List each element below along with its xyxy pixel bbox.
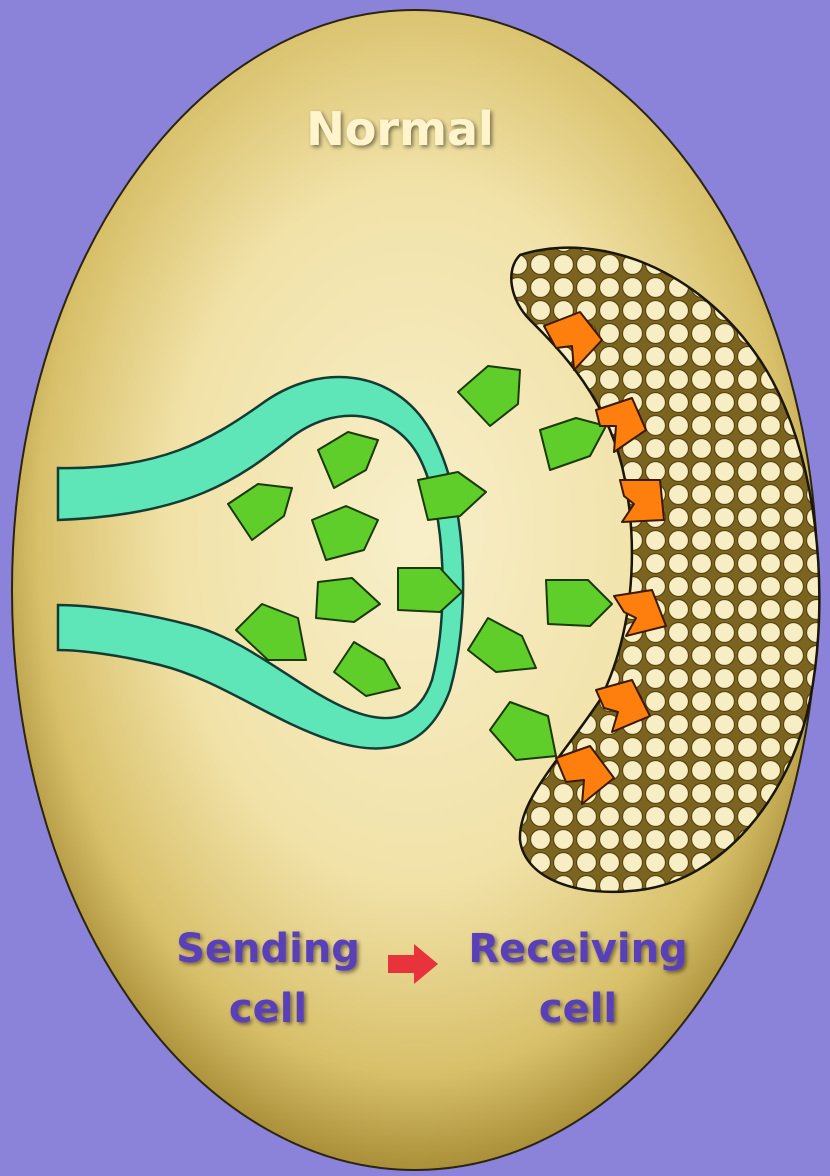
sending-cell-label-line1: Sending: [176, 926, 360, 972]
panel-title: Normal: [306, 102, 494, 156]
sending-cell-label-line2: cell: [229, 986, 307, 1032]
receiving-cell-label-line2: cell: [539, 986, 617, 1032]
receiving-cell-label-line1: Receiving: [468, 926, 687, 972]
